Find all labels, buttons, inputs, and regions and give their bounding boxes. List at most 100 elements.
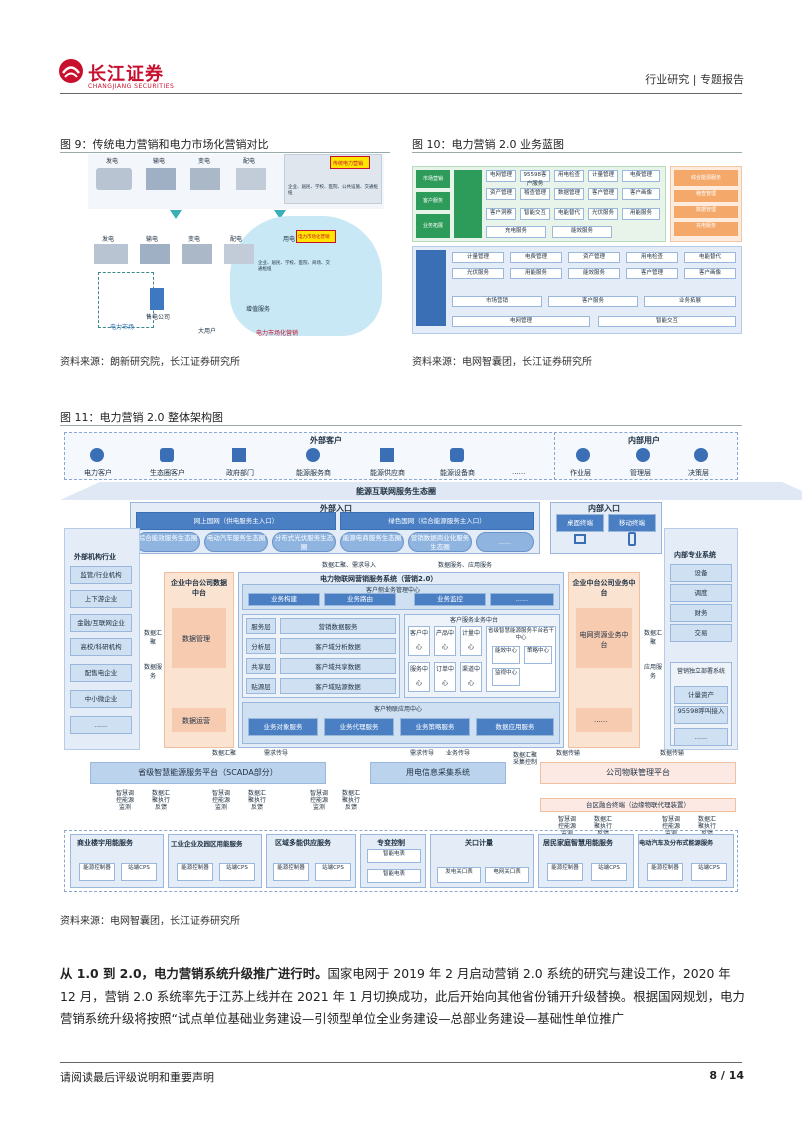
internal-users-label: 内部用户 <box>628 436 660 445</box>
fig10-cell: 数据管理 <box>674 206 738 218</box>
ext-customer-item: ...... <box>512 468 526 476</box>
desktop-icon <box>574 534 586 544</box>
fig9-bottom-label: 发电 <box>102 236 115 243</box>
arrow-label: 智慧调控能源监测 <box>211 790 230 811</box>
portal-wangshang[interactable]: 网上国网（供电服务主入口） <box>136 512 336 530</box>
external-entry-label: 外部入口 <box>320 504 352 513</box>
fig10-cell: 用能服务 <box>622 208 660 220</box>
fig9-source: 资料来源：朗新研究院，长江证券研究所 <box>60 357 240 368</box>
fig10-cell: 稽查管理 <box>520 188 550 200</box>
fig9-bottom-label: 输电 <box>146 236 159 243</box>
mid-label: 数据汇聚采集控制 <box>512 752 537 766</box>
fig10-cell: 光伏服务 <box>588 208 618 220</box>
right-panel-item: 计量资产 <box>674 686 728 704</box>
ext-customer-item: 能源供应商 <box>370 469 405 477</box>
ecosystem-roof <box>60 482 802 500</box>
mobile-terminal-button[interactable]: 移动终端 <box>608 514 656 532</box>
brand-logo-icon <box>58 58 84 84</box>
mid-label: 业务传导 <box>446 750 471 757</box>
enterprise-data-item: 数据运营 <box>172 708 226 732</box>
fig10-cell: 数据管理 <box>554 188 584 200</box>
bottom-group: 居民家庭智慧用能服务 能源控制器 站端CPS <box>538 834 634 888</box>
substation-icon <box>182 244 212 264</box>
down-arrow-icon <box>170 210 182 219</box>
footer-disclaimer: 请阅读最后评级说明和重要声明 <box>60 1071 214 1084</box>
bottom-group: 专变控制 智能电表 智能电表 <box>360 834 426 888</box>
fig10-cell: 稽查管理 <box>674 190 738 202</box>
external-customers-label: 外部客户 <box>310 436 342 445</box>
fig10-cell: 电网管理 <box>486 170 516 182</box>
fig10-cell: 智能交互 <box>520 208 550 220</box>
fig10-cell: 客户管理 <box>588 188 618 200</box>
right-panel-item: 交易 <box>670 624 732 642</box>
left-panel-item: 监管/行业机构 <box>70 566 132 584</box>
side-label: 数据汇聚 <box>144 630 163 646</box>
fig11-diagram: 外部客户 电力客户 生态圈客户 政府部门 能源服务商 能源供应商 能源设备商 .… <box>60 432 802 898</box>
eco-pill[interactable]: 能源电商服务生态圈 <box>340 532 404 552</box>
power-plant-icon <box>94 244 128 264</box>
business-center-label: 客户侧业务管理中心 <box>366 587 421 594</box>
layer-value: 客户域共享数据 <box>280 658 396 674</box>
smart-item: 监视中心 <box>492 668 520 686</box>
fig10-cell: 电能替代 <box>684 252 736 263</box>
business-item: 业务路由 <box>324 593 396 606</box>
mid-label: 需求传导 <box>410 750 435 757</box>
flow-label: 数据服务、应用服务 <box>438 562 493 569</box>
eco-pill[interactable]: 营销数据商业化服务生态圈 <box>408 532 472 552</box>
ext-customer-item: 政府部门 <box>226 469 254 477</box>
arrow-label: 智慧调控能源监测 <box>115 790 134 811</box>
business-item: 业务监控 <box>414 593 486 606</box>
fig10-cell: 能效服务 <box>552 226 612 238</box>
smart-item: 策略中心 <box>524 646 552 664</box>
layer-name: 共享层 <box>246 658 276 674</box>
user-icon <box>90 448 104 462</box>
enterprise-business-item: 电网资源业务中台 <box>576 608 632 668</box>
portal-green[interactable]: 绿色国网（综合能源服务主入口） <box>340 512 534 530</box>
fig10-cell: 资产管理 <box>486 188 516 200</box>
fig10-cell: 综合能源服务 <box>674 170 738 186</box>
smart-item: 能效中心 <box>492 646 520 664</box>
fig11-title-rule <box>60 425 742 426</box>
transmission-icon <box>140 244 170 264</box>
body-paragraph: 从 1.0 到 2.0，电力营销系统升级推广进行时。国家电网于 2019 年 2… <box>60 963 750 1031</box>
right-panel-item: 财务 <box>670 604 732 622</box>
fig10-title: 图 10：电力营销 2.0 业务蓝图 <box>412 138 564 151</box>
fig10-cell: 客户画像 <box>622 188 660 200</box>
fig10-cell: 电网管理 <box>452 316 590 327</box>
mid-label: 需求传导 <box>264 750 289 757</box>
eco-pill[interactable]: 电动汽车服务生态圈 <box>204 532 268 552</box>
fig9-big-user: 大用户 <box>198 328 217 335</box>
mid-label: 数据传输 <box>660 750 685 757</box>
fig10-cell: 市场营销 <box>452 296 542 307</box>
left-panel-item: 金融/互联网企业 <box>70 614 132 632</box>
arrow-label: 数据汇聚执行反馈 <box>697 816 716 837</box>
fig10-cell: 能效服务 <box>568 268 620 279</box>
desktop-terminal-button[interactable]: 桌面终端 <box>556 514 604 532</box>
eco-pill[interactable]: 分布式光伏服务生态圈 <box>272 532 336 552</box>
side-label: 数据汇聚 <box>644 630 663 646</box>
eco-user-icon <box>160 448 174 462</box>
platform-collect: 用电信息采集系统 <box>370 762 506 784</box>
right-panel-item: 营销独立部署系统 <box>676 668 725 675</box>
eco-pill[interactable]: 综合能效服务生态圈 <box>136 532 200 552</box>
fig10-cell: 智能交互 <box>598 316 736 327</box>
fig9-top-label: 配电 <box>243 158 256 165</box>
fig9-title-rule <box>60 152 390 153</box>
service-item: 计量中心 <box>460 626 482 656</box>
platform-iot: 公司物联管理平台 <box>540 762 736 784</box>
smart-center-label: 省级智慧能源服务平台若干中心 <box>488 628 555 641</box>
footer-divider <box>60 1062 742 1063</box>
fig10-cell: 充电服务 <box>486 226 546 238</box>
fig10-cell: 电能替代 <box>554 208 584 220</box>
fig10-cell: 客户画像 <box>684 268 736 279</box>
enterprise-data-item: 数据管理 <box>172 608 226 668</box>
brand-name-en: CHANGJIANG SECURITIES <box>88 83 175 90</box>
fig9-top-users: 企业、居民、学校、医院、公共设施、交通枢纽 <box>288 185 378 196</box>
fig9-top-marketing-tag: 传统电力营销 <box>330 156 370 169</box>
iot-item: 业务对象服务 <box>248 718 318 736</box>
eco-pill[interactable]: ...... <box>476 532 534 552</box>
body-lead: 从 1.0 到 2.0，电力营销系统升级推广进行时。 <box>60 966 328 981</box>
decision-icon <box>694 448 708 462</box>
transmission-icon <box>146 168 176 190</box>
fig10-cell: 客户服务 <box>548 296 638 307</box>
